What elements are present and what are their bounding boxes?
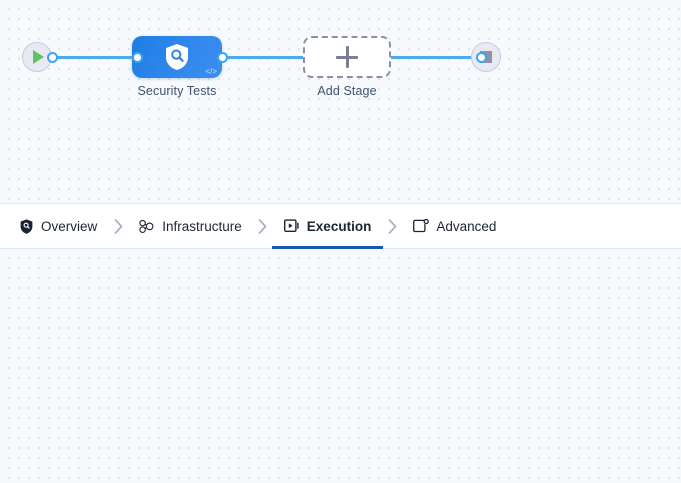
plus-icon xyxy=(336,46,358,68)
shield-search-icon xyxy=(166,44,188,70)
infrastructure-icon xyxy=(139,218,155,234)
tab-label: Overview xyxy=(41,218,98,234)
tab-infrastructure[interactable]: Infrastructure xyxy=(135,204,246,249)
steps-canvas[interactable]: </> xyxy=(0,249,681,483)
stage-label-security-tests: Security Tests xyxy=(137,84,217,98)
connector-line xyxy=(387,56,482,59)
chevron-right-icon xyxy=(246,218,280,234)
tab-label: Execution xyxy=(306,218,372,234)
section-tabbar: Overview Infrastructure xyxy=(0,203,681,249)
stage-node-security-tests[interactable]: </> xyxy=(132,36,222,78)
execution-play-icon xyxy=(283,218,300,234)
tab-label: Advanced xyxy=(436,218,497,234)
tab-overview[interactable]: Overview xyxy=(14,204,101,249)
stages-canvas[interactable]: </> Security Tests Add Stage xyxy=(0,0,681,203)
chevron-right-icon xyxy=(101,218,135,234)
start-output-port[interactable] xyxy=(47,51,58,63)
tab-execution[interactable]: Execution xyxy=(271,204,383,249)
end-input-port[interactable] xyxy=(476,51,487,63)
connector-line xyxy=(218,56,308,59)
stage-output-port[interactable] xyxy=(217,51,228,63)
advanced-gear-icon xyxy=(413,218,430,234)
play-icon xyxy=(33,50,44,64)
connector-line xyxy=(48,56,138,59)
add-stage-button[interactable] xyxy=(303,36,391,78)
tab-label: Infrastructure xyxy=(162,218,242,234)
tab-advanced[interactable]: Advanced xyxy=(409,204,500,249)
shield-filled-icon xyxy=(18,218,34,234)
add-stage-label: Add Stage xyxy=(317,84,377,98)
stage-input-port[interactable] xyxy=(132,51,143,63)
chevron-right-icon xyxy=(375,218,409,234)
code-badge: </> xyxy=(205,67,217,76)
